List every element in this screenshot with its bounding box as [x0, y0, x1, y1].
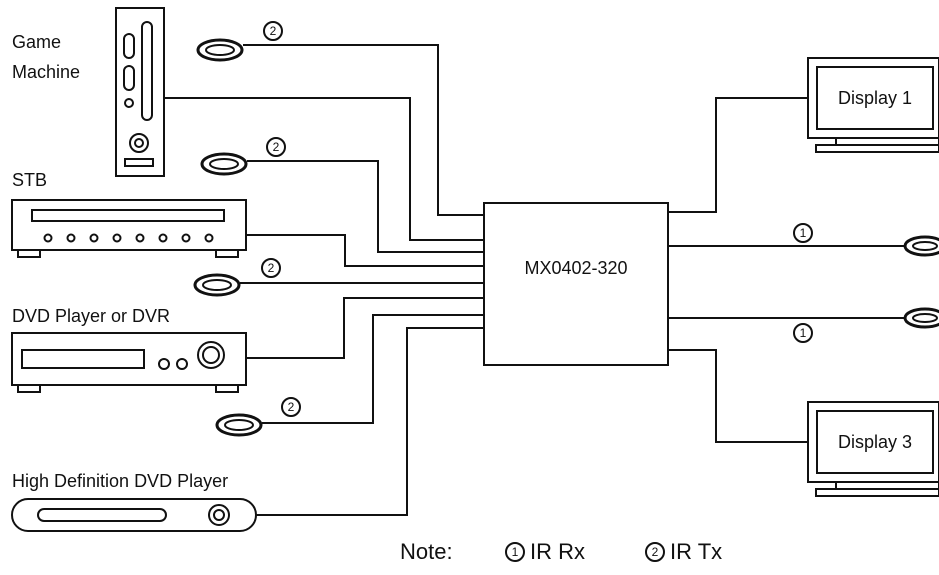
- display-1: Display 1: [807, 57, 939, 153]
- ir-rx-marker: 1: [793, 223, 813, 243]
- dvd-label: DVD Player or DVR: [12, 306, 170, 326]
- display-3-label: Display 3: [838, 432, 912, 452]
- note-rx-marker: 1: [512, 545, 519, 559]
- note-tx-label: IR Tx: [670, 539, 722, 564]
- stb-ir-tx-line: [247, 160, 484, 253]
- ir-emitter-icon: [193, 273, 241, 297]
- dvd-icon: [11, 332, 247, 386]
- ir-rx-marker: 1: [793, 323, 813, 343]
- game-ir-tx-line: [243, 44, 484, 216]
- svg-text:2: 2: [273, 140, 280, 154]
- note-tx-marker: 2: [652, 545, 659, 559]
- stb-label: STB: [12, 170, 47, 190]
- display-1-label: Display 1: [838, 88, 912, 108]
- game-console-icon: [115, 7, 165, 177]
- hd-dvd-label: High Definition DVD Player: [12, 471, 228, 491]
- ir-tx-marker: 2: [261, 258, 281, 278]
- ir-receiver-icon: [903, 235, 939, 257]
- ir-tx-marker: 2: [281, 397, 301, 417]
- monitor-icon: [807, 401, 939, 483]
- stb-icon: [11, 199, 247, 251]
- note-prefix: Note:: [400, 539, 453, 564]
- svg-text:2: 2: [268, 261, 275, 275]
- game-machine-label-line2: Machine: [12, 62, 80, 82]
- hd-ir-tx-line: [262, 314, 484, 424]
- ir-tx-marker: 2: [263, 21, 283, 41]
- hd-av-line: [256, 327, 484, 516]
- ir-emitter-icon: [215, 413, 263, 437]
- monitor-icon: [807, 57, 939, 139]
- svg-text:1: 1: [800, 326, 807, 340]
- legend-note: Note: 1 IR Rx 2 IR Tx: [400, 539, 722, 564]
- game-machine: Game Machine: [12, 7, 165, 177]
- hd-dvd-player: High Definition DVD Player: [11, 471, 257, 532]
- ir-emitters: [193, 38, 263, 437]
- stb: STB: [11, 170, 247, 258]
- markers: 2 2 2 2 1 1: [261, 21, 813, 417]
- ir-tx-marker: 2: [266, 137, 286, 157]
- hd-dvd-icon: [11, 498, 257, 532]
- svg-text:2: 2: [288, 400, 295, 414]
- game-av-line: [165, 97, 484, 241]
- game-machine-label-line1: Game: [12, 32, 61, 52]
- ir-emitter-icon: [200, 152, 248, 176]
- display3-line: [668, 349, 808, 443]
- dvd-player: DVD Player or DVR: [11, 306, 247, 393]
- switcher-label: MX0402-320: [524, 258, 627, 278]
- note-rx-label: IR Rx: [530, 539, 585, 564]
- ir-receivers: [903, 235, 939, 329]
- display1-line: [668, 97, 808, 213]
- svg-text:2: 2: [270, 24, 277, 38]
- display-3: Display 3: [807, 401, 939, 497]
- switcher-box: [483, 202, 669, 366]
- ir-receiver-icon: [903, 307, 939, 329]
- svg-text:1: 1: [800, 226, 807, 240]
- ir-emitter-icon: [196, 38, 244, 62]
- stb-av-line: [247, 234, 484, 267]
- dvd-av-line: [247, 297, 484, 359]
- switcher: MX0402-320: [483, 202, 669, 366]
- connection-lines: [165, 44, 905, 516]
